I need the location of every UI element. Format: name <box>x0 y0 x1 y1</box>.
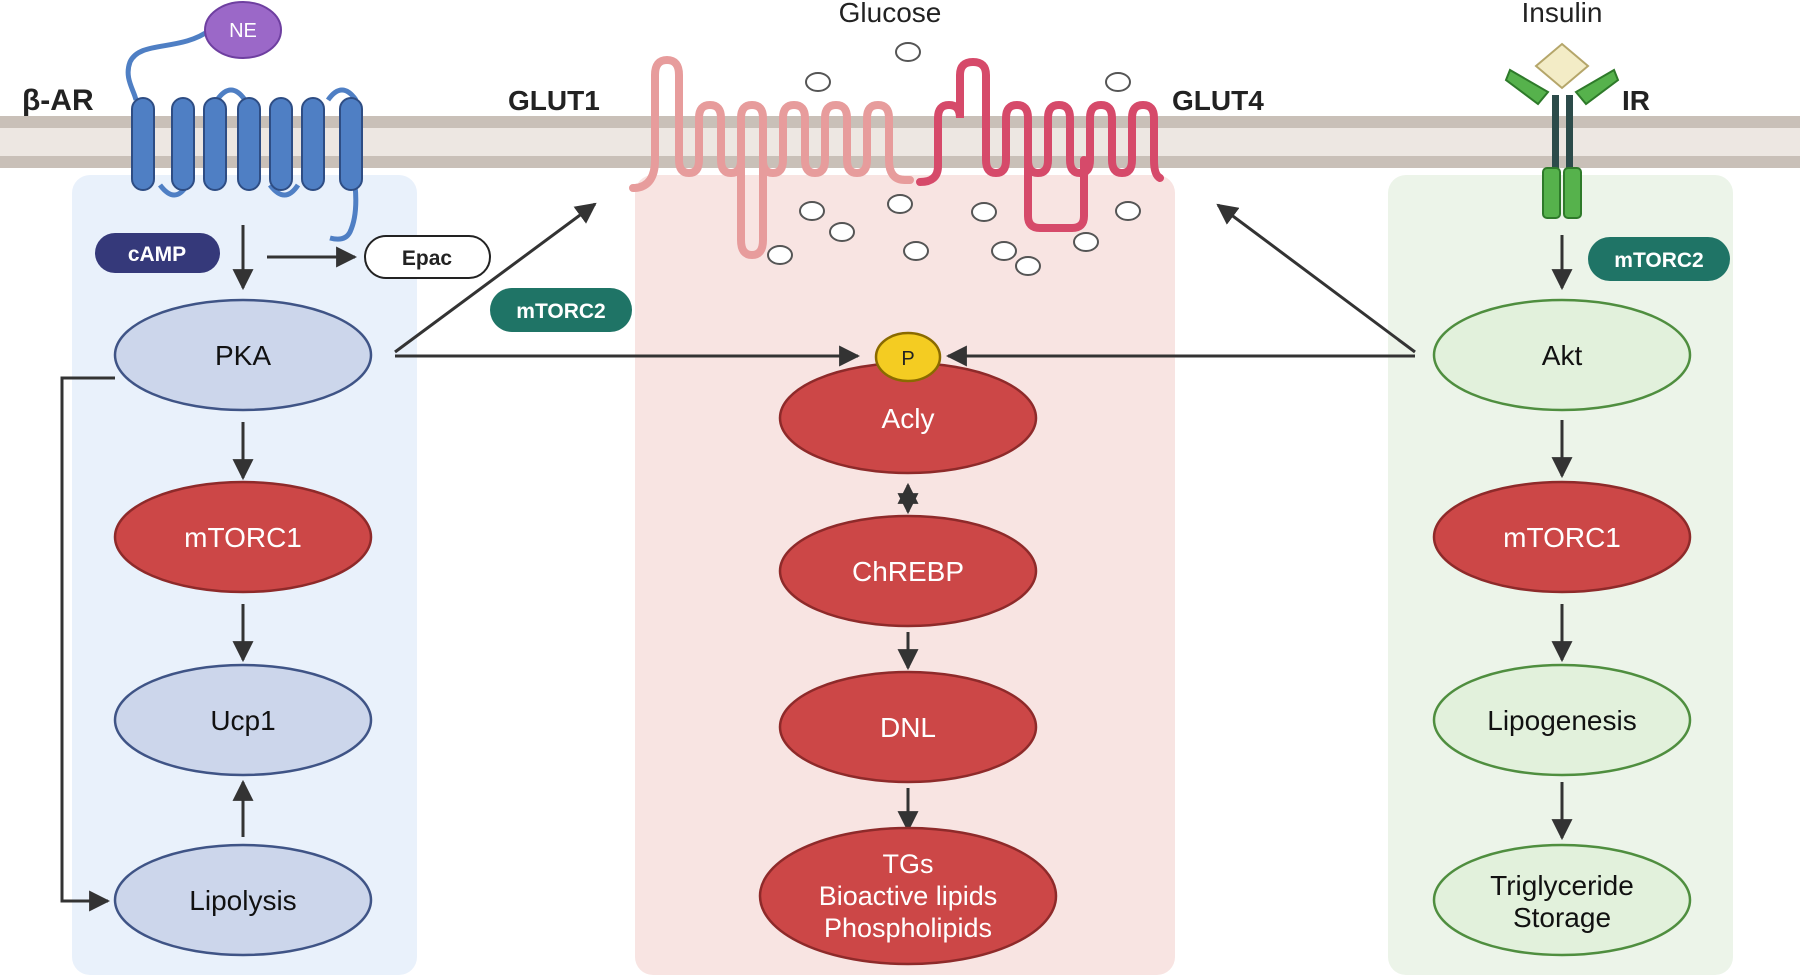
mtorc2-badge-center <box>490 288 632 332</box>
mtorc2-badge-right <box>1588 237 1730 281</box>
svg-text:Acly: Acly <box>882 403 935 434</box>
right-node-triglyceride-storage: Triglyceride Storage <box>1432 843 1692 957</box>
glucose-molecule <box>1115 201 1141 221</box>
glucose-molecule <box>805 72 831 92</box>
pathway-arrows <box>60 202 1573 912</box>
mtorc2-right-label: mTORC2 <box>1614 249 1703 272</box>
glucose-molecule <box>991 241 1017 261</box>
left-node-lipolysis: Lipolysis <box>113 843 373 957</box>
arrow-pka-to-glut1 <box>394 202 597 354</box>
arrow-akt-to-glut4 <box>1216 203 1416 354</box>
svg-text:ChREBP: ChREBP <box>852 556 964 587</box>
left-node-ucp1: Ucp1 <box>113 663 373 777</box>
glut1-transporter-icon <box>629 55 914 260</box>
svg-text:Bioactive lipids: Bioactive lipids <box>819 881 998 911</box>
ir-label: IR <box>1622 85 1650 116</box>
glucose-molecule <box>971 202 997 222</box>
center-node-dnl: DNL <box>778 670 1038 784</box>
beta-ar-label: β-AR <box>22 84 94 117</box>
svg-text:PKA: PKA <box>215 340 271 371</box>
epac-label: Epac <box>402 247 453 270</box>
right-node-akt: Akt <box>1432 298 1692 412</box>
glucose-molecule <box>829 222 855 242</box>
svg-text:Triglyceride: Triglyceride <box>1490 870 1634 901</box>
svg-text:Akt: Akt <box>1542 340 1583 371</box>
glucose-molecule <box>1015 256 1041 276</box>
svg-text:Storage: Storage <box>1513 902 1611 933</box>
right-node-mtorc1: mTORC1 <box>1432 480 1692 594</box>
glut1-label: GLUT1 <box>508 85 600 116</box>
arrow-pka-to-lipolysis <box>60 376 115 912</box>
mtorc2-center-label: mTORC2 <box>516 300 605 323</box>
left-node-mtorc1: mTORC1 <box>113 480 373 594</box>
center-node-chrebp: ChREBP <box>778 514 1038 628</box>
glut4-transporter-icon <box>916 57 1164 232</box>
ne-ligand: NE <box>204 1 282 59</box>
epac-badge <box>364 235 491 279</box>
glucose-molecule <box>1073 232 1099 252</box>
glucose-molecule <box>767 245 793 265</box>
glut4-label: GLUT4 <box>1172 85 1264 116</box>
svg-text:Phospholipids: Phospholipids <box>824 913 992 943</box>
insulin-receptor-icon <box>1504 42 1620 219</box>
ne-label: NE <box>229 20 257 42</box>
glucose-label: Glucose <box>839 0 942 28</box>
svg-text:Lipogenesis: Lipogenesis <box>1487 705 1636 736</box>
svg-text:P: P <box>901 348 914 370</box>
insulin-label: Insulin <box>1522 0 1603 28</box>
beta-ar-receptor-icon <box>125 27 363 242</box>
glucose-molecule <box>799 201 825 221</box>
membrane-core <box>0 128 1800 156</box>
svg-text:mTORC1: mTORC1 <box>184 522 302 553</box>
glucose-molecule <box>903 241 929 261</box>
glucose-molecule <box>1105 72 1131 92</box>
svg-text:mTORC1: mTORC1 <box>1503 522 1621 553</box>
camp-label: cAMP <box>128 243 186 266</box>
glucose-molecule <box>895 42 921 62</box>
svg-text:TGs: TGs <box>883 849 934 879</box>
svg-text:DNL: DNL <box>880 712 936 743</box>
phospho-badge: P <box>874 331 942 383</box>
right-node-lipogenesis: Lipogenesis <box>1432 663 1692 777</box>
svg-text:Lipolysis: Lipolysis <box>189 885 296 916</box>
camp-badge <box>95 233 220 273</box>
glucose-molecules <box>767 42 1141 276</box>
left-node-pka: PKA <box>113 298 373 412</box>
glucose-molecule <box>887 194 913 214</box>
center-node-lipids: TGs Bioactive lipids Phospholipids <box>758 826 1058 966</box>
svg-text:Ucp1: Ucp1 <box>210 705 275 736</box>
